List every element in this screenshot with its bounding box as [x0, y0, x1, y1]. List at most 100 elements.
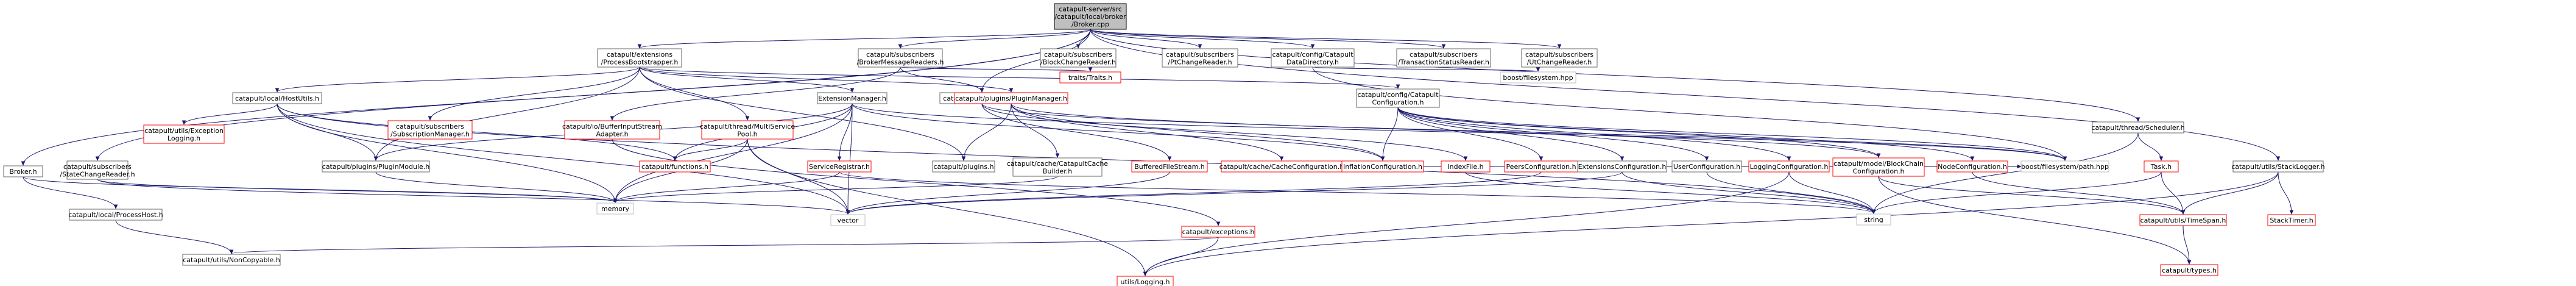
node-noncopyable[interactable]: catapult/utils/NonCopyable.h — [182, 254, 281, 266]
node-box — [1356, 88, 1440, 108]
node-processhost[interactable]: catapult/local/ProcessHost.h — [68, 209, 163, 221]
edge-scheduler-to-string — [1874, 132, 2139, 213]
node-indexfile[interactable]: IndexFile.h — [1441, 160, 1491, 173]
edge-procbootstrap-to-hostutils — [277, 66, 640, 92]
node-label: catapult/config/Catapult — [1357, 91, 1439, 99]
node-box — [1131, 160, 1208, 173]
node-label: /PtChangeReader.h — [1168, 58, 1232, 66]
node-box — [69, 209, 163, 221]
node-brokerh[interactable]: Broker.h — [3, 165, 43, 177]
node-servicereg[interactable]: ServiceRegistrar.h — [807, 160, 872, 173]
dependency-edges — [23, 29, 2292, 276]
node-logging[interactable]: utils/Logging.h — [1117, 276, 1174, 286]
node-procbootstrap[interactable]: catapult/extensions/ProcessBootstrapper.… — [597, 48, 682, 68]
node-nodeconf[interactable]: NodeConfiguration.h — [1936, 160, 2008, 173]
node-label: catapult/utils/Exception — [144, 127, 224, 135]
node-brokermsg[interactable]: catapult/subscribers/BrokerMessageReader… — [857, 48, 944, 68]
node-stacklogger[interactable]: catapult/utils/StackLogger.h — [2231, 160, 2325, 173]
edge-stacklogger-to-logging — [1145, 171, 2279, 276]
node-logconf[interactable]: LoggingConfiguration.h — [1748, 160, 1830, 173]
edge — [2137, 132, 2161, 160]
node-userconf[interactable]: UserConfiguration.h — [1671, 160, 1742, 173]
node-label: catapult/local/HostUtils.h — [235, 95, 319, 102]
node-blockchange[interactable]: catapult/subscribers/BlockChangeReader.h — [1040, 48, 1117, 68]
node-functions[interactable]: catapult/functions.h — [639, 160, 711, 173]
node-label: catapult/thread/MultiService — [700, 123, 795, 130]
edge-statechange-to-vector — [97, 179, 848, 214]
node-box — [2092, 121, 2184, 134]
node-box — [1577, 160, 1667, 173]
node-types[interactable]: catapult/types.h — [2160, 264, 2218, 276]
edge-multiservice-to-logging — [747, 138, 1145, 276]
edge — [615, 103, 853, 202]
node-label: catapult/functions.h — [641, 163, 708, 171]
node-cacheconfig[interactable]: catapult/cache/CacheConfiguration.h — [1219, 160, 1344, 173]
node-label: catapult/types.h — [2162, 266, 2217, 274]
node-memory: memory — [596, 202, 634, 215]
node-label: /BlockChangeReader.h — [1040, 58, 1116, 66]
edge — [981, 103, 2065, 160]
node-box — [858, 48, 943, 68]
node-string: string — [1856, 213, 1891, 226]
edge — [900, 66, 982, 92]
edge — [615, 176, 1058, 202]
node-root[interactable]: catapult-server/src/catapult/local/broke… — [1054, 3, 1127, 30]
node-label: /Broker.cpp — [1071, 21, 1109, 29]
node-box — [2139, 214, 2227, 226]
node-scheduler[interactable]: catapult/thread/Scheduler.h — [2091, 121, 2185, 134]
node-extmgr[interactable]: ExtensionManager.h — [817, 92, 887, 104]
edge — [1972, 171, 2183, 214]
node-pluginsh[interactable]: catapult/plugins.h — [932, 160, 995, 173]
node-inflation[interactable]: InflationConfiguration.h — [1341, 160, 1424, 173]
node-label: catapult/io/BufferInputStream — [562, 123, 662, 130]
node-utchange[interactable]: catapult/subscribers/UtChangeReader.h — [1521, 48, 1598, 68]
edge — [1397, 107, 1541, 160]
node-label: catapult/cache/CatapultCache — [1007, 160, 1108, 168]
edge — [1397, 107, 1972, 160]
edge-filequeue-to-indexfile — [981, 103, 1466, 160]
node-txstatus[interactable]: catapult/subscribers/TransactionStatusRe… — [1396, 48, 1491, 68]
node-peersconf[interactable]: PeersConfiguration.h — [1504, 160, 1578, 173]
node-traits[interactable]: traits/Traits.h — [1059, 71, 1121, 84]
node-box — [1162, 48, 1238, 68]
node-stacktimer[interactable]: StackTimer.h — [2267, 214, 2316, 226]
node-timespan[interactable]: catapult/utils/TimeSpan.h — [2139, 214, 2227, 226]
edge — [900, 66, 1090, 71]
edge — [23, 176, 116, 209]
node-label: catapult/cache/CacheConfiguration.h — [1219, 163, 1344, 171]
node-pluginmodule[interactable]: catapult/plugins/PluginModule.h — [322, 160, 430, 173]
node-box — [564, 120, 660, 140]
edge-root-to-txstatus — [1090, 29, 1444, 48]
node-pluginmgr[interactable]: catapult/plugins/PluginManager.h — [954, 92, 1068, 104]
node-submgr[interactable]: catapult/subscribers/SubscriptionManager… — [387, 120, 473, 140]
node-box — [932, 160, 995, 173]
edge-procbootstrap-to-multiservice — [639, 66, 747, 120]
edge — [1090, 29, 1313, 48]
node-box — [1500, 71, 1576, 84]
node-label: StackTimer.h — [2270, 216, 2313, 224]
node-exceptions[interactable]: catapult/exceptions.h — [1181, 226, 1255, 238]
node-extconf[interactable]: ExtensionsConfiguration.h — [1577, 160, 1667, 173]
edge — [1397, 107, 1707, 160]
edge-pluginmgr-to-cacheconfig — [1011, 103, 1282, 160]
node-bufferedfs[interactable]: BufferedFileStream.h — [1131, 160, 1208, 173]
node-label: catapult/model/BlockChain — [1833, 160, 1924, 168]
node-ptchange[interactable]: catapult/subscribers/PtChangeReader.h — [1162, 48, 1238, 68]
node-label: ExtensionsConfiguration.h — [1578, 163, 1667, 171]
node-box — [830, 214, 866, 226]
node-task[interactable]: Task.h — [2144, 160, 2179, 173]
node-label: NodeConfiguration.h — [1938, 163, 2007, 171]
node-hostutils[interactable]: catapult/local/HostUtils.h — [232, 92, 322, 104]
edge-pluginmgr-to-blockchainconf — [1011, 103, 1879, 157]
node-statechange[interactable]: catapult/subscribers/StateChangeReader.h — [60, 160, 135, 180]
edge — [2161, 171, 2183, 214]
node-label: catapult/subscribers — [1044, 51, 1112, 59]
